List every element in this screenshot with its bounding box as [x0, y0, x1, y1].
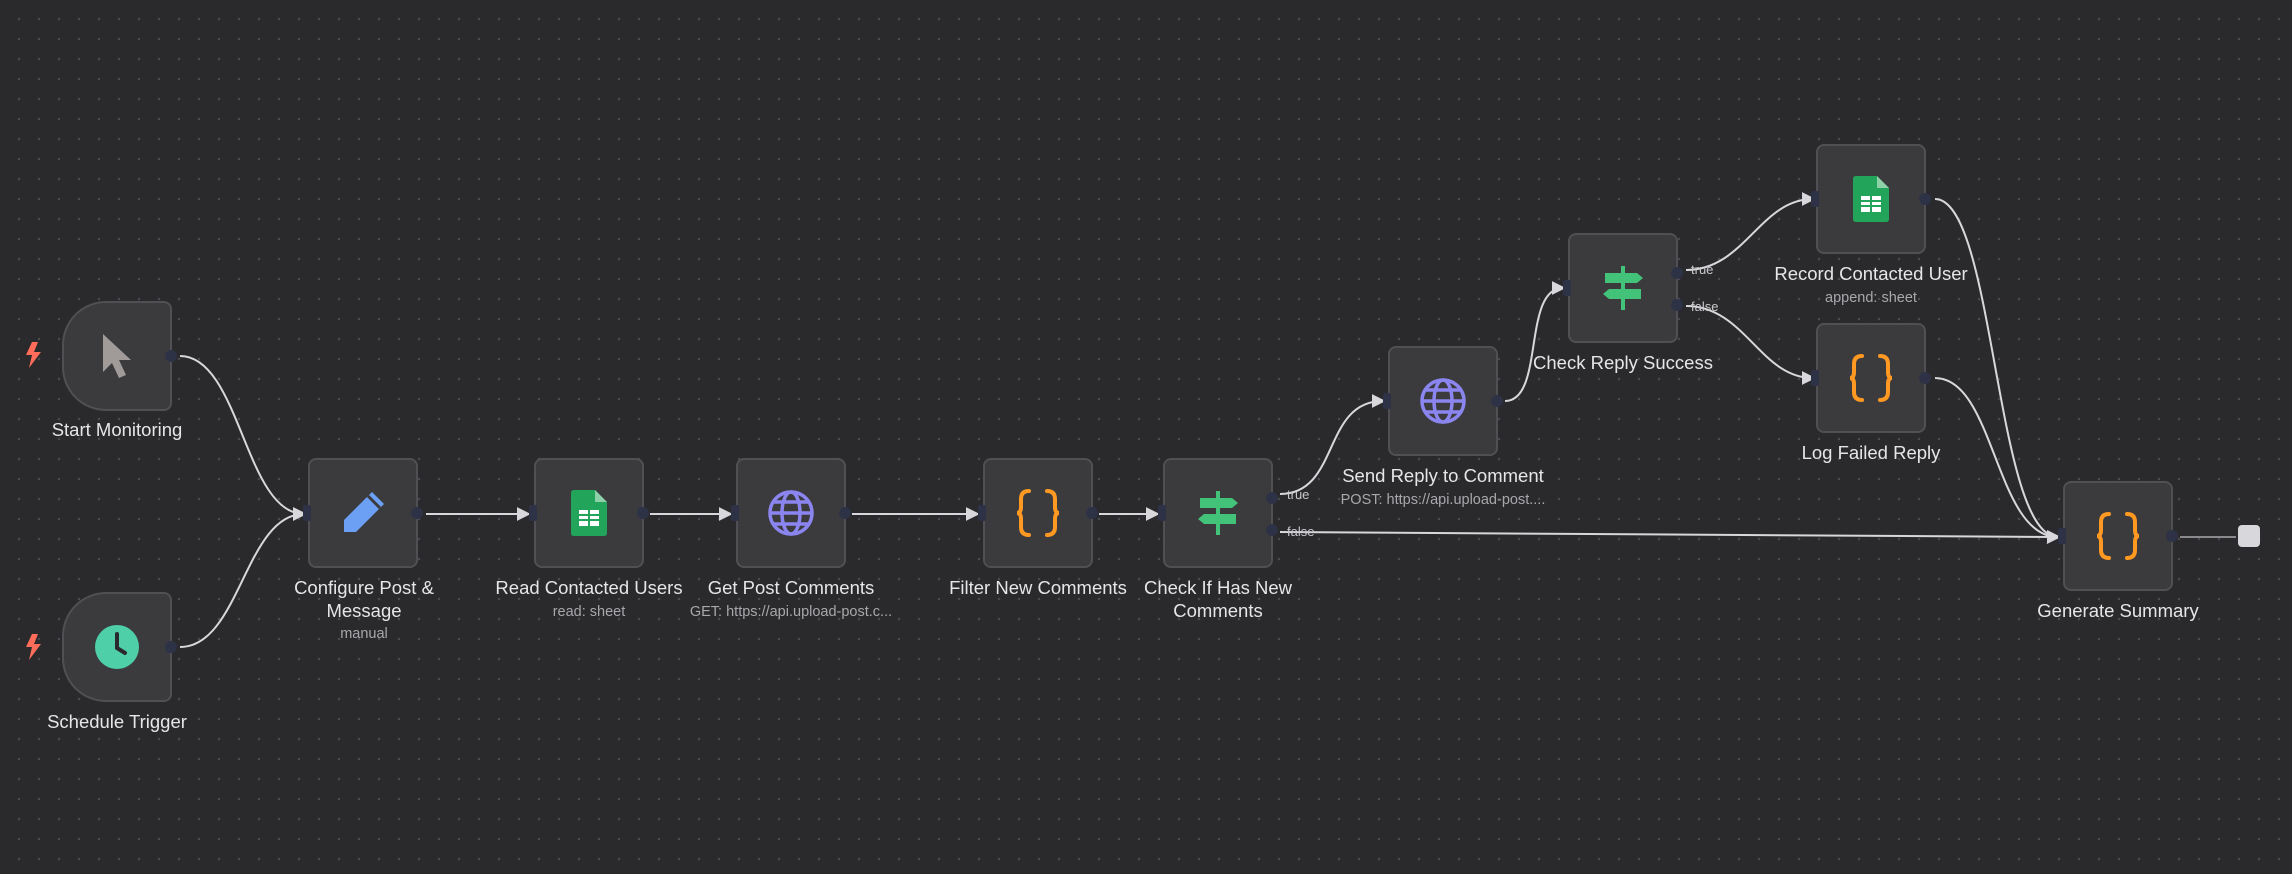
- node-label: Get Post Comments: [707, 577, 875, 598]
- output-port[interactable]: [839, 507, 851, 519]
- code-braces-icon: [1848, 353, 1894, 403]
- output-port[interactable]: [1919, 372, 1931, 384]
- edge-check-true-to-send: [1279, 394, 1386, 495]
- output-port[interactable]: [2166, 530, 2178, 542]
- edge-success-false-to-log: [1685, 305, 1816, 385]
- node-label: Filter New Comments: [949, 577, 1127, 598]
- node-label: Configure Post & Message: [294, 577, 434, 621]
- false-branch-label: false: [1287, 524, 1315, 539]
- edge-success-true-to-record: [1685, 192, 1816, 271]
- add-node-button[interactable]: [2238, 525, 2260, 547]
- output-port[interactable]: [1919, 193, 1931, 205]
- input-port[interactable]: [1811, 191, 1819, 207]
- edge-check-false-to-summary: [1279, 529, 2061, 544]
- sheets-icon: [571, 490, 607, 536]
- signpost-icon: [1194, 489, 1242, 537]
- false-branch-label: false: [1691, 299, 1719, 314]
- node-get-post-comments[interactable]: [731, 458, 851, 568]
- globe-icon: [1418, 376, 1468, 426]
- node-label: Generate Summary: [2037, 600, 2199, 621]
- edge-schedule-to-configure: [179, 507, 307, 648]
- edge-record-to-summary: [1934, 198, 2061, 544]
- input-port[interactable]: [731, 505, 739, 521]
- output-port[interactable]: [1086, 507, 1098, 519]
- input-port[interactable]: [1563, 280, 1571, 296]
- output-port[interactable]: [1491, 395, 1503, 407]
- true-branch-label: true: [1691, 262, 1714, 277]
- input-port[interactable]: [1383, 393, 1391, 409]
- node-check-has-new-comments[interactable]: [1158, 458, 1278, 568]
- node-label: Schedule Trigger: [47, 711, 187, 732]
- edge-send-to-checksuccess: [1504, 281, 1566, 402]
- edge-log-to-summary: [1934, 377, 2061, 544]
- node-subtitle: append: sheet: [1825, 290, 1917, 306]
- node-schedule-trigger[interactable]: [62, 592, 177, 702]
- true-output-port[interactable]: [1671, 267, 1683, 280]
- input-port[interactable]: [2058, 528, 2066, 544]
- cursor-icon: [97, 332, 137, 380]
- node-label: Check Reply Success: [1533, 352, 1713, 373]
- trigger-bolt-icon: [26, 342, 41, 368]
- node-filter-new-comments[interactable]: [978, 458, 1098, 568]
- output-port[interactable]: [411, 507, 423, 519]
- node-send-reply[interactable]: [1383, 346, 1503, 456]
- node-configure-post[interactable]: [303, 458, 423, 568]
- input-port[interactable]: [303, 505, 311, 521]
- node-label: Send Reply to Comment: [1342, 465, 1544, 486]
- input-port[interactable]: [1811, 370, 1819, 386]
- clock-icon: [94, 624, 140, 670]
- node-label: Read Contacted Users: [495, 577, 683, 598]
- input-port[interactable]: [529, 505, 537, 521]
- node-start-monitoring[interactable]: [62, 301, 177, 411]
- node-label: Record Contacted User: [1774, 263, 1968, 284]
- code-braces-icon: [2095, 511, 2141, 561]
- false-output-port[interactable]: [1266, 523, 1278, 536]
- node-label: Log Failed Reply: [1801, 442, 1941, 463]
- output-port[interactable]: [165, 641, 177, 653]
- node-generate-summary[interactable]: [2058, 481, 2178, 591]
- node-subtitle: read: sheet: [552, 604, 626, 620]
- input-port[interactable]: [978, 505, 986, 521]
- false-output-port[interactable]: [1671, 298, 1683, 311]
- trigger-bolt-icon: [26, 634, 41, 660]
- node-subtitle: GET: https://api.upload-post.c...: [689, 604, 893, 620]
- node-record-contacted-user[interactable]: [1811, 144, 1931, 254]
- true-branch-label: true: [1287, 487, 1310, 502]
- pencil-icon: [338, 488, 388, 538]
- sheets-icon: [1853, 176, 1889, 222]
- input-port[interactable]: [1158, 505, 1166, 521]
- edge-start-to-configure: [179, 355, 307, 521]
- node-label: Check If Has New Comments: [1143, 577, 1293, 621]
- node-label: Start Monitoring: [51, 419, 183, 440]
- globe-icon: [766, 488, 816, 538]
- true-output-port[interactable]: [1266, 492, 1278, 505]
- signpost-icon: [1599, 264, 1647, 312]
- node-subtitle: manual: [340, 626, 388, 642]
- code-braces-icon: [1015, 488, 1061, 538]
- node-check-reply-success[interactable]: [1563, 233, 1683, 343]
- node-subtitle: POST: https://api.upload-post....: [1340, 492, 1546, 508]
- output-port[interactable]: [637, 507, 649, 519]
- output-port[interactable]: [165, 350, 177, 362]
- node-log-failed-reply[interactable]: [1811, 323, 1931, 433]
- node-read-contacted-users[interactable]: [529, 458, 649, 568]
